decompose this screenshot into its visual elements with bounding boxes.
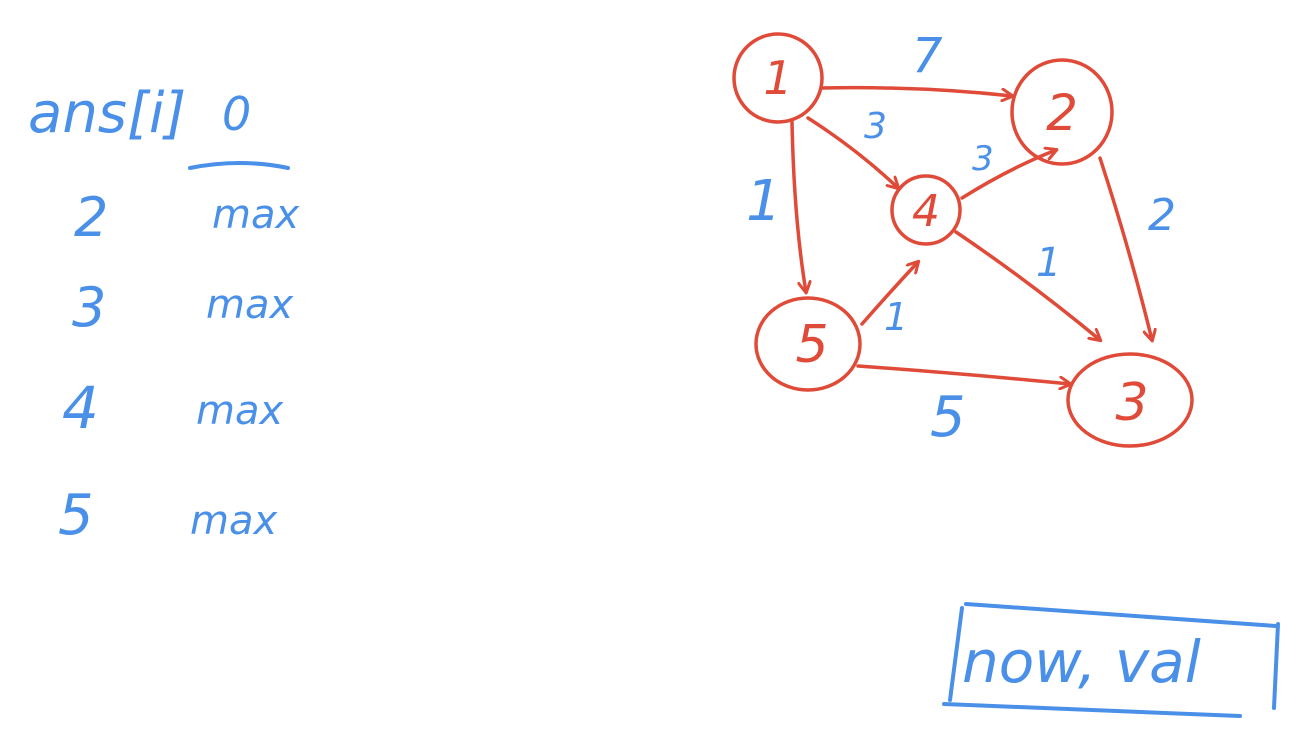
graph-edges bbox=[790, 85, 1152, 384]
weight-5-4: 1 bbox=[884, 295, 908, 339]
table-header-label: ans[i] bbox=[28, 81, 186, 146]
node-3: 3 bbox=[1066, 352, 1194, 448]
graph-nodes: 1 2 3 4 5 bbox=[732, 32, 1194, 448]
distance-table: ans[i] 0 2 max 3 max 4 max 5 max bbox=[28, 81, 299, 548]
node-1: 1 bbox=[732, 32, 824, 124]
node-4: 4 bbox=[890, 174, 962, 246]
table-row-index: 2 bbox=[74, 186, 108, 249]
node-label: 2 bbox=[1046, 84, 1078, 142]
edge-weights: 7 3 1 3 2 1 1 5 bbox=[746, 28, 1176, 450]
table-row-index: 3 bbox=[72, 276, 106, 339]
weight-4-2: 3 bbox=[972, 139, 994, 179]
node-label: 1 bbox=[763, 51, 792, 105]
edge-4-2 bbox=[960, 150, 1056, 200]
node-label: 5 bbox=[795, 315, 828, 375]
note-box-text: now, val bbox=[962, 628, 1201, 696]
weight-1-5: 1 bbox=[746, 169, 782, 234]
table-row-value: max bbox=[196, 388, 283, 434]
weight-5-3: 5 bbox=[930, 385, 966, 450]
edge-1-2 bbox=[820, 85, 1012, 96]
table-row-value: max bbox=[206, 282, 293, 328]
edge-4-3 bbox=[954, 230, 1100, 340]
table-row-value: max bbox=[190, 498, 277, 544]
node-label: 4 bbox=[912, 186, 940, 237]
weight-4-3: 1 bbox=[1036, 240, 1061, 286]
graph: 1 2 3 4 5 7 3 1 3 2 bbox=[732, 28, 1194, 450]
edge-1-5 bbox=[790, 120, 806, 292]
edge-2-3 bbox=[1098, 156, 1152, 340]
table-header-underline bbox=[188, 161, 290, 170]
node-5: 5 bbox=[754, 296, 862, 392]
note-box-border bbox=[942, 602, 1280, 718]
weight-1-4: 3 bbox=[864, 106, 887, 147]
table-row-value: max bbox=[212, 192, 299, 238]
node-2: 2 bbox=[1010, 58, 1114, 166]
edge-5-4 bbox=[860, 262, 918, 326]
node-label: 3 bbox=[1115, 373, 1148, 433]
weight-1-2: 7 bbox=[912, 28, 943, 84]
note-box: now, val bbox=[942, 602, 1280, 718]
weight-2-3: 2 bbox=[1148, 190, 1176, 241]
edge-5-3 bbox=[856, 364, 1070, 384]
table-header-value: 0 bbox=[222, 87, 251, 141]
table-row-index: 5 bbox=[58, 483, 94, 548]
table-row-index: 4 bbox=[62, 374, 99, 442]
edge-1-4 bbox=[806, 116, 898, 188]
